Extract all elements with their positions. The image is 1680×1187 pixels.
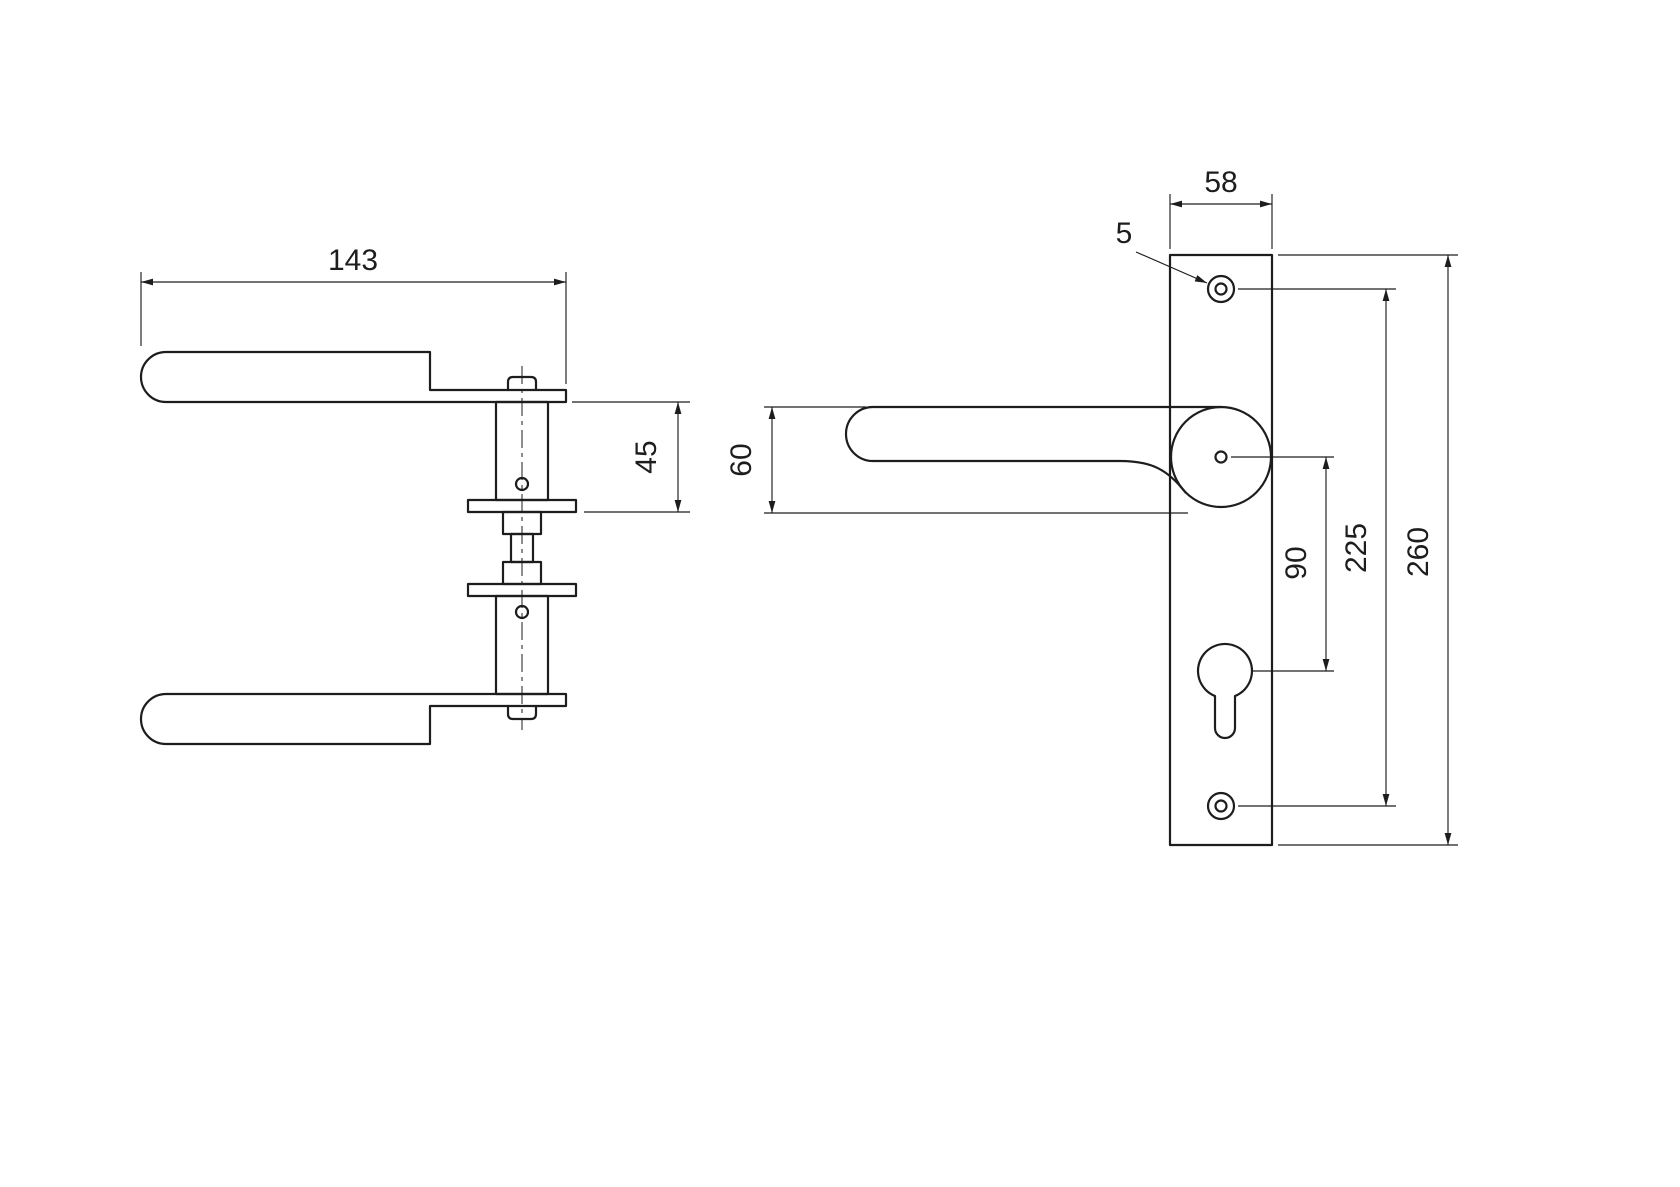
dimension-plate-width: 58 bbox=[1169, 166, 1273, 249]
top-screw-hole-center bbox=[1214, 282, 1228, 296]
dimension-screw-spacing: 225 bbox=[1238, 288, 1396, 807]
front-view: 58 5 60 90 225 bbox=[725, 166, 1458, 847]
lever-grip bbox=[844, 405, 1223, 494]
dimension-hub-height: 45 bbox=[572, 401, 690, 513]
dimension-lever-height: 60 bbox=[725, 406, 1188, 514]
dimension-lever-length: 143 bbox=[140, 244, 567, 384]
dim-lever-height-label: 60 bbox=[725, 443, 758, 476]
backplate bbox=[1168, 253, 1274, 847]
dim-screw-hole-label: 5 bbox=[1116, 217, 1133, 250]
top-lever-outline bbox=[139, 350, 568, 404]
bottom-screw-hole bbox=[1206, 791, 1236, 821]
side-view: 143 45 bbox=[139, 244, 690, 746]
dimension-screw-hole: 5 bbox=[1116, 217, 1208, 284]
dim-handle-to-cylinder-label: 90 bbox=[1280, 546, 1313, 579]
dimension-plate-height: 260 bbox=[1278, 254, 1458, 846]
dim-hub-height-label: 45 bbox=[630, 440, 663, 473]
spindle-hole bbox=[1214, 450, 1228, 464]
top-screw-hole bbox=[1206, 274, 1236, 304]
dim-screw-spacing-label: 225 bbox=[1340, 523, 1373, 573]
leader-line bbox=[1135, 251, 1208, 284]
dim-plate-width-label: 58 bbox=[1204, 166, 1237, 199]
euro-cylinder-keyhole bbox=[1196, 642, 1254, 740]
bottom-lever-outline bbox=[139, 692, 568, 746]
dim-plate-height-label: 260 bbox=[1402, 527, 1435, 577]
dim-lever-length-label: 143 bbox=[328, 244, 378, 277]
bottom-screw-hole-center bbox=[1214, 799, 1228, 813]
dimension-handle-to-cylinder: 90 bbox=[1231, 456, 1334, 672]
